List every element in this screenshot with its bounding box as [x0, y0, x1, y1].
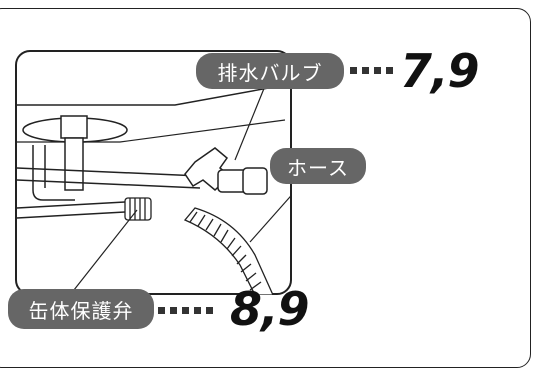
protection-valve-page-ref: 8,9 — [230, 282, 309, 336]
hose-leader — [249, 193, 292, 243]
hose-label: ホース — [287, 155, 349, 180]
protection-valve-thread — [124, 197, 152, 221]
protection-leader — [69, 209, 138, 295]
corrugated-hose — [183, 207, 274, 295]
drain-valve-page-ref: 7,9 — [400, 44, 479, 98]
protection-dotted-leader — [158, 307, 213, 314]
drain-valve-illustration — [15, 50, 292, 295]
drain-valve-label: 排水バルブ — [217, 60, 323, 85]
protection-valve-callout: 缶体保護弁 — [8, 289, 154, 329]
valve-dotted-leader — [350, 67, 393, 74]
drain-valve-handle — [184, 147, 268, 195]
hose-callout: ホース — [270, 148, 366, 184]
valve-leader — [234, 85, 266, 161]
drain-valve-callout: 排水バルブ — [196, 53, 344, 89]
upper-panel-edge — [17, 84, 286, 106]
main-pipe — [16, 167, 201, 177]
protection-valve-label: 缶体保護弁 — [28, 298, 134, 323]
